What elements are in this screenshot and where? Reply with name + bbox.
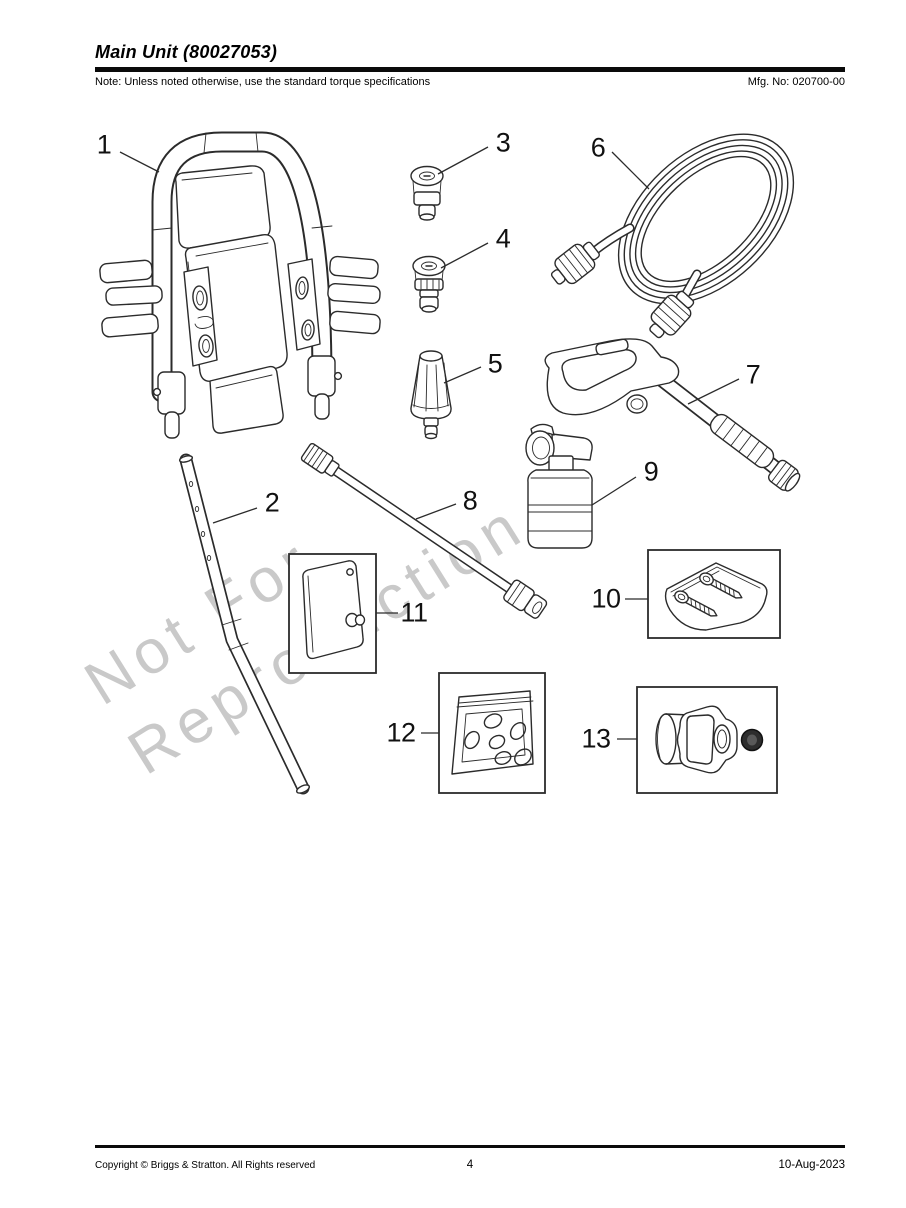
callout-7: 7 <box>745 359 761 390</box>
o-ring-kit-drawing <box>438 672 546 794</box>
callout-5: 5 <box>487 348 503 379</box>
footer-rule <box>95 1145 845 1148</box>
callout-1: 1 <box>96 129 112 160</box>
callout-6: 6 <box>590 132 606 163</box>
footer-row: Copyright © Briggs & Stratton. All Right… <box>95 1159 845 1171</box>
page-title: Main Unit (80027053) <box>95 42 278 62</box>
title-rule <box>95 67 845 72</box>
callout-10: 10 <box>591 583 621 614</box>
panel-kit-drawing <box>288 553 377 674</box>
main-unit-assembly-drawing <box>99 131 381 439</box>
copyright-text: Copyright © Briggs & Stratton. All Right… <box>95 1159 316 1171</box>
extension-wand-drawing <box>178 453 311 795</box>
date-text: 10-Aug-2023 <box>778 1158 846 1171</box>
header-subrow: Note: Unless noted otherwise, use the st… <box>95 76 845 88</box>
parts-diagram: Not For Reproduction <box>0 100 906 1140</box>
callout-8: 8 <box>462 485 478 516</box>
nozzle-tip-3-drawing <box>410 165 444 221</box>
lance-tube-drawing <box>300 442 548 619</box>
callout-3: 3 <box>495 127 511 158</box>
chemical-bottle-drawing <box>525 423 593 549</box>
mfg-number: Mfg. No: 020700-00 <box>747 75 845 88</box>
callout-9: 9 <box>643 456 659 487</box>
nozzle-tip-4-drawing <box>412 255 446 313</box>
callout-12: 12 <box>386 717 416 748</box>
coupling-knob-kit-drawing <box>636 686 778 794</box>
spray-gun-drawing <box>544 338 801 492</box>
callout-2: 2 <box>264 487 280 518</box>
soap-nozzle-drawing <box>410 350 452 440</box>
high-pressure-hose-drawing <box>550 133 795 339</box>
screw-kit-drawing <box>647 549 781 639</box>
callout-11: 11 <box>400 597 428 628</box>
torque-note: Note: Unless noted otherwise, use the st… <box>95 75 431 88</box>
leader-lines <box>119 146 740 740</box>
page-footer: Copyright © Briggs & Stratton. All Right… <box>95 1145 845 1171</box>
page-header: Main Unit (80027053) Note: Unless noted … <box>95 42 845 88</box>
page-number: 4 <box>466 1158 474 1171</box>
callout-13: 13 <box>581 723 611 754</box>
callout-4: 4 <box>495 223 511 254</box>
